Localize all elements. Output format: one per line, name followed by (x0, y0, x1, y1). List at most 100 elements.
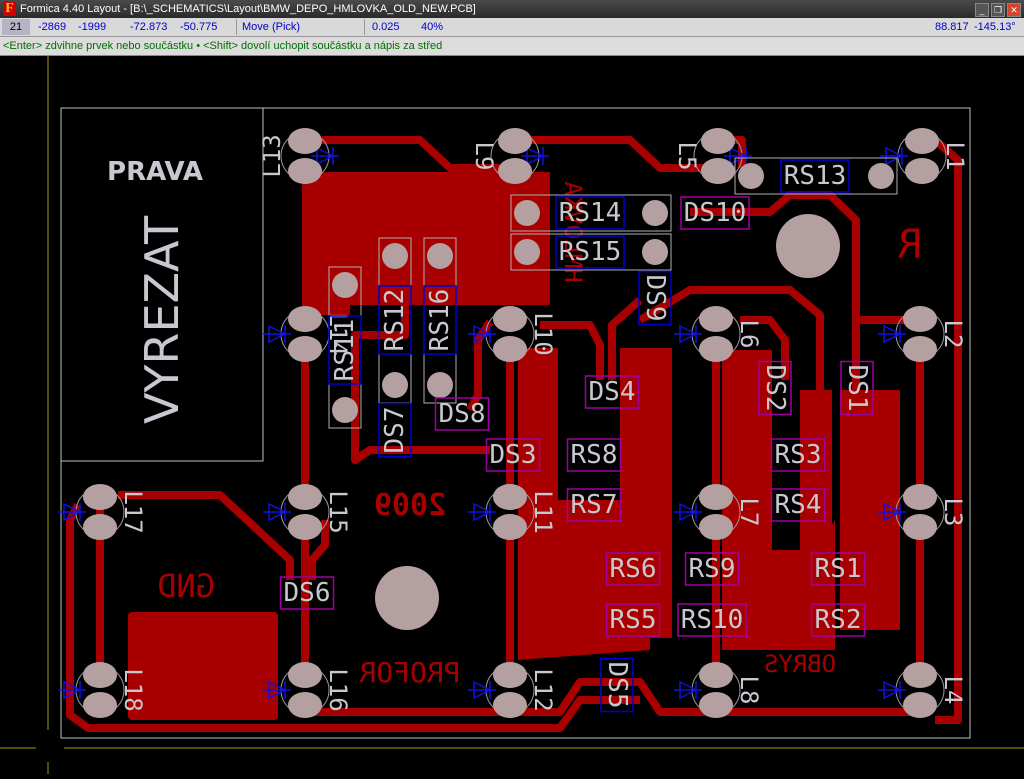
led-pad[interactable] (699, 484, 733, 510)
led-pad[interactable] (83, 692, 117, 718)
led-pad[interactable] (288, 336, 322, 362)
led-pad[interactable] (288, 514, 322, 540)
led-l17[interactable]: L17 (58, 484, 147, 540)
active-layer[interactable]: 21 (2, 19, 30, 35)
led-pad[interactable] (699, 692, 733, 718)
led-l7[interactable]: L7 (674, 484, 763, 540)
led-pad[interactable] (903, 514, 937, 540)
diode-ds1[interactable]: DS1 (840, 360, 874, 416)
minimize-button[interactable]: _ (975, 3, 989, 17)
led-pad[interactable] (699, 514, 733, 540)
led-pad[interactable] (905, 128, 939, 154)
led-pad[interactable] (701, 128, 735, 154)
led-l9[interactable]: L9 (470, 128, 549, 184)
led-l2[interactable]: L2 (878, 306, 967, 362)
part-body (555, 235, 625, 269)
led-pad[interactable] (903, 692, 937, 718)
resistor-rs2[interactable]: RS2 (810, 603, 866, 637)
resistor-rs4[interactable]: RS4 (770, 488, 826, 522)
led-pad[interactable] (699, 662, 733, 688)
diode-ds7[interactable]: DS7 (378, 402, 412, 458)
led-l6[interactable]: L6 (674, 306, 763, 362)
led-pad[interactable] (701, 158, 735, 184)
led-pad[interactable] (493, 662, 527, 688)
pcb-svg[interactable]: PRAVA VYREZAT 2009 GND PROFOR OBRYS HMLO… (0, 56, 1024, 774)
resistor-rs3[interactable]: RS3 (770, 438, 826, 472)
resistor-rs9[interactable]: RS9 (684, 552, 740, 586)
diode-ds2[interactable]: DS2 (758, 360, 792, 416)
diode-ds9[interactable]: DS9 (638, 270, 672, 326)
resistor-rs5[interactable]: RS5 (605, 603, 661, 637)
part-pad[interactable] (514, 200, 540, 226)
led-pad[interactable] (493, 306, 527, 332)
part-pad[interactable] (514, 239, 540, 265)
led-l11[interactable]: L11 (468, 484, 557, 540)
part-pad[interactable] (642, 200, 668, 226)
led-pad[interactable] (83, 484, 117, 510)
led-pad[interactable] (498, 128, 532, 154)
led-l1[interactable]: L1 (880, 128, 969, 184)
led-pad[interactable] (493, 484, 527, 510)
led-l16[interactable]: L16 (263, 662, 352, 718)
led-l4[interactable]: L4 (878, 662, 967, 718)
part-pad[interactable] (382, 243, 408, 269)
led-pad[interactable] (498, 158, 532, 184)
part-pad[interactable] (427, 243, 453, 269)
restore-button[interactable]: ❐ (991, 3, 1005, 17)
diode-ds4[interactable]: DS4 (584, 375, 640, 409)
resistor-rs15[interactable]: RS15 (510, 233, 672, 271)
resistor-rs12[interactable]: RS12 (378, 237, 412, 404)
led-pad[interactable] (903, 662, 937, 688)
diode-ds6[interactable]: DS6 (279, 576, 335, 610)
led-pad[interactable] (493, 514, 527, 540)
resistor-rs7[interactable]: RS7 (566, 488, 622, 522)
led-l3[interactable]: L3 (878, 484, 967, 540)
part-pad[interactable] (868, 163, 894, 189)
resistor-rs14[interactable]: RS14 (510, 194, 672, 232)
led-l10[interactable]: L10 (468, 306, 557, 362)
part-pad[interactable] (427, 372, 453, 398)
diode-ds8[interactable]: DS8 (434, 397, 490, 431)
led-pad[interactable] (493, 692, 527, 718)
resistor-rs11[interactable]: RS11 (328, 266, 362, 429)
led-pad[interactable] (288, 662, 322, 688)
led-pad[interactable] (905, 158, 939, 184)
part-pad[interactable] (332, 272, 358, 298)
led-pad[interactable] (288, 158, 322, 184)
led-l18[interactable]: L18 (58, 662, 147, 718)
diode-ds10[interactable]: DS10 (680, 196, 750, 230)
resistor-rs16[interactable]: RS16 (423, 237, 457, 404)
led-l8[interactable]: L8 (674, 662, 763, 718)
led-pad[interactable] (903, 484, 937, 510)
led-pad[interactable] (83, 662, 117, 688)
diode-ds3[interactable]: DS3 (485, 438, 541, 472)
part-pad[interactable] (642, 239, 668, 265)
resistor-rs6[interactable]: RS6 (605, 552, 661, 586)
led-l12[interactable]: L12 (468, 662, 557, 718)
part-pad[interactable] (382, 372, 408, 398)
resistor-rs10[interactable]: RS10 (677, 603, 747, 637)
part-body (434, 397, 490, 431)
led-pad[interactable] (699, 336, 733, 362)
led-pad[interactable] (493, 336, 527, 362)
led-pad[interactable] (83, 514, 117, 540)
led-pad[interactable] (288, 306, 322, 332)
led-l13[interactable]: L13 (258, 128, 339, 184)
led-l5[interactable]: L5 (673, 128, 752, 184)
led-pad[interactable] (903, 336, 937, 362)
resistor-rs13[interactable]: RS13 (734, 157, 898, 195)
part-pad[interactable] (738, 163, 764, 189)
led-pad[interactable] (903, 306, 937, 332)
diode-ds5[interactable]: DS5 (600, 657, 634, 713)
led-pad[interactable] (288, 128, 322, 154)
led-l15[interactable]: L15 (263, 484, 352, 540)
pcb-canvas[interactable]: PRAVA VYREZAT 2009 GND PROFOR OBRYS HMLO… (0, 56, 1024, 774)
led-pad[interactable] (699, 306, 733, 332)
led-polarity-icon (468, 680, 496, 700)
led-pad[interactable] (288, 484, 322, 510)
led-pad[interactable] (288, 692, 322, 718)
resistor-rs8[interactable]: RS8 (566, 438, 622, 472)
close-button[interactable]: ✕ (1007, 3, 1021, 17)
resistor-rs1[interactable]: RS1 (810, 552, 866, 586)
part-pad[interactable] (332, 397, 358, 423)
